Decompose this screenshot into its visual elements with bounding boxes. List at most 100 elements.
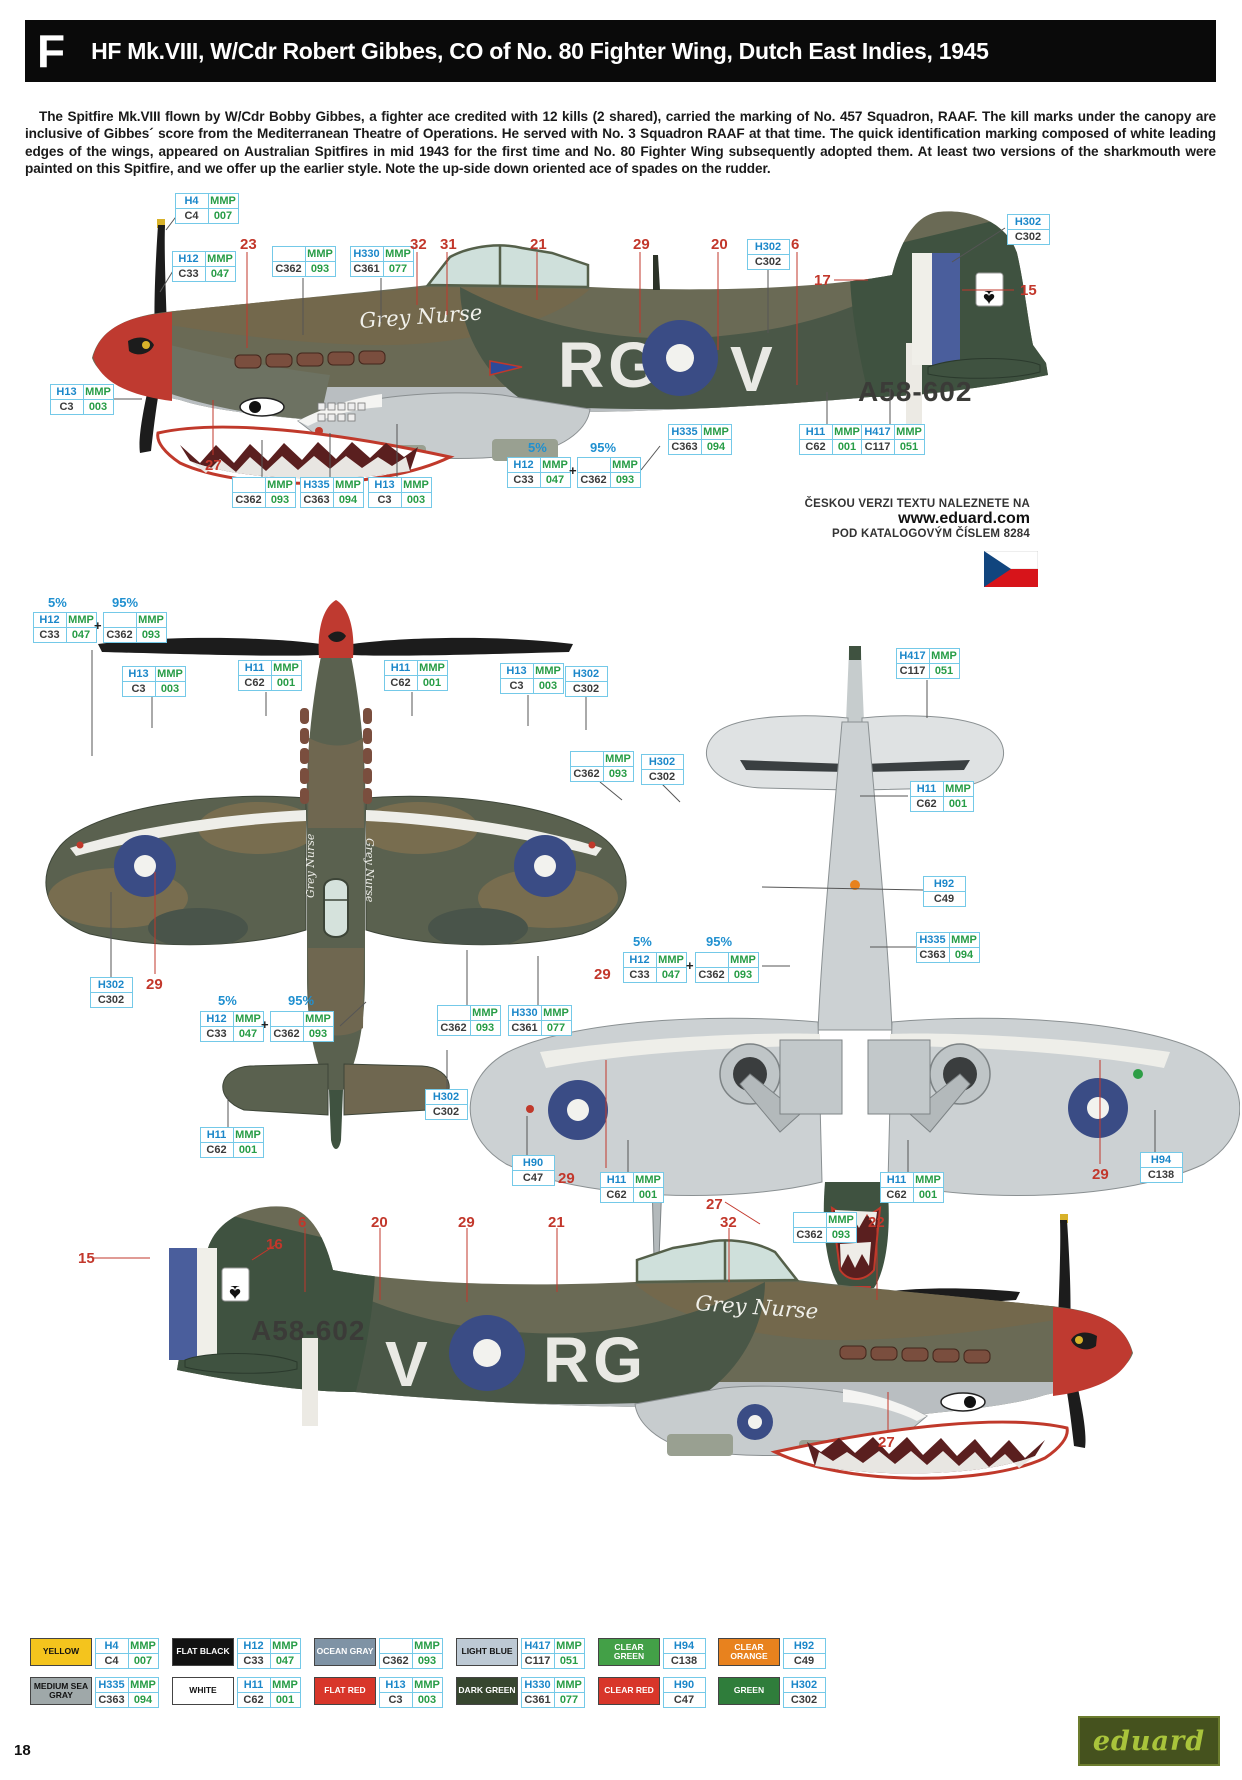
- tailplane: [927, 358, 1041, 379]
- serial-number: A58-602: [858, 376, 972, 407]
- tailplane: [184, 1353, 298, 1374]
- reference-number: 22: [868, 1214, 885, 1231]
- code-letter: V: [385, 1328, 428, 1400]
- reference-number: 29: [594, 966, 611, 983]
- radiator-housing: [867, 1039, 931, 1115]
- radiator: [667, 1434, 733, 1456]
- white-leading-edge: [366, 810, 602, 856]
- mix-percentage: 95%: [706, 934, 733, 949]
- shark-eye: [239, 397, 285, 417]
- tailplane: [222, 1063, 329, 1116]
- mix-percentage: 5%: [633, 934, 652, 949]
- reference-number: 29: [146, 976, 163, 993]
- fin-flash-white: [912, 253, 932, 365]
- plus-sign: +: [569, 463, 577, 478]
- radiator-housing: [779, 1039, 843, 1115]
- reference-number: 29: [458, 1214, 475, 1231]
- plus-sign: +: [94, 618, 102, 633]
- reference-number: 6: [298, 1214, 307, 1231]
- formation-light-red: [526, 1105, 534, 1113]
- color-chip: LIGHT BLUE: [456, 1638, 518, 1666]
- variant-letter: F: [37, 25, 66, 77]
- reference-number: 29: [1092, 1166, 1109, 1183]
- mix-percentage: 95%: [590, 440, 617, 455]
- exhaust-stacks: [839, 1345, 991, 1364]
- propeller-blade: [352, 637, 573, 656]
- reference-number: 31: [440, 236, 457, 253]
- mix-percentage: 95%: [288, 993, 315, 1008]
- reference-number: 15: [78, 1250, 95, 1267]
- header-bar: F HF Mk.VIII, W/Cdr Robert Gibbes, CO of…: [25, 20, 1216, 82]
- color-chip: CLEAR GREEN: [598, 1638, 660, 1666]
- mix-percentage: 5%: [218, 993, 237, 1008]
- spinner: [1053, 1307, 1132, 1396]
- color-chip: MEDIUM SEA GRAY: [30, 1677, 92, 1705]
- exhaust-stacks: [234, 350, 386, 369]
- white-leading-edge: [70, 810, 306, 856]
- reference-number: 27: [205, 457, 222, 474]
- reference-number: 29: [558, 1170, 575, 1187]
- canopy: [635, 1239, 800, 1284]
- eduard-logo: eduard: [1078, 1716, 1220, 1766]
- color-chip: DARK GREEN: [456, 1677, 518, 1705]
- reference-number: 17: [814, 272, 831, 289]
- rudder: [329, 1090, 343, 1149]
- side-profile-top: Grey Nurse RG V A58-602 ♠: [92, 211, 1048, 485]
- reference-number: 20: [711, 236, 728, 253]
- side-profile-bottom: Grey Nurse V RG A58-602 ♠: [169, 1206, 1133, 1480]
- plus-sign: +: [686, 958, 694, 973]
- reference-number: 6: [791, 236, 800, 253]
- fin: [846, 650, 864, 722]
- color-chip: CLEAR RED: [598, 1677, 660, 1705]
- eduard-web-link[interactable]: www.eduard.com: [898, 510, 1030, 527]
- reference-number: 32: [720, 1214, 737, 1231]
- reference-number: 16: [266, 1236, 283, 1253]
- nose-art-script: Grey Nurse: [363, 838, 376, 903]
- sharkmouth: [156, 425, 455, 485]
- reference-number: 23: [240, 236, 257, 253]
- reference-number: 20: [371, 1214, 388, 1231]
- nose-art-script: Grey Nurse: [304, 833, 317, 898]
- reference-number: 32: [410, 236, 427, 253]
- code-letter: V: [730, 333, 773, 405]
- id-band: [302, 1338, 318, 1426]
- shark-eye: [940, 1392, 986, 1412]
- spade-icon: ♠: [229, 1281, 241, 1306]
- color-chip: OCEAN GRAY: [314, 1638, 376, 1666]
- ace-of-spades-card: [221, 1267, 250, 1302]
- code-letters: RG: [558, 329, 662, 401]
